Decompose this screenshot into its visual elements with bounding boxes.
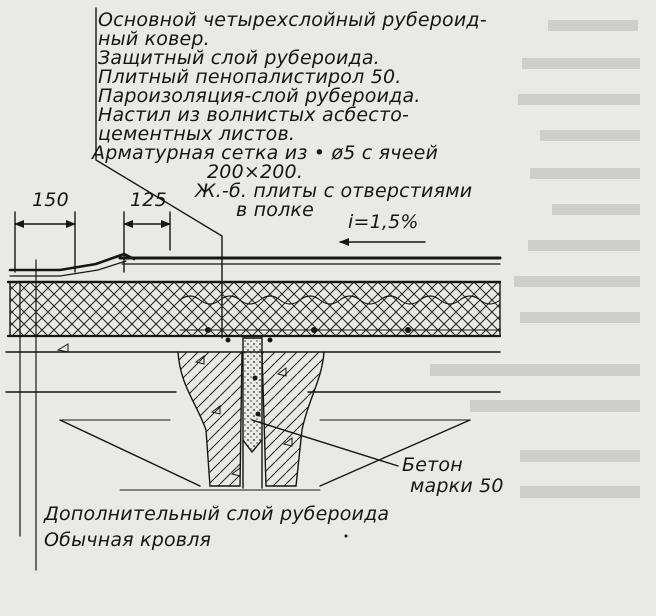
layer-label-mesh-1: Арматурная сетка из • ø5 с ячеей (92, 142, 439, 164)
grout-joint (242, 337, 263, 454)
layer-label-slabs-2: в полке (236, 199, 314, 221)
concrete-label-1: Бетон (402, 454, 463, 476)
concrete-leader (251, 419, 399, 467)
slope-label: i=1,5% (348, 211, 419, 233)
bottom-note-extra-layer: Дополнительный слой рубероида (44, 503, 390, 525)
layer-label-sheets-1: Настил из волнистых асбесто- (98, 104, 410, 126)
layer-label-foam: Плитный пенопалистирол 50. (98, 66, 402, 88)
layer-label-carpet-2: ный ковер. (98, 28, 210, 50)
concrete-label-2: марки 50 (410, 475, 504, 497)
layer-label-protective: Защитный слой рубероида. (98, 47, 380, 69)
dimension-150: 150 (32, 189, 69, 211)
layer-label-carpet-1: Основной четырехслойный рубероид- (98, 9, 487, 31)
left-rib (177, 351, 243, 487)
layer-label-slabs-1: Ж.-б. плиты с отверстиями (195, 180, 473, 202)
dimension-125: 125 (130, 189, 167, 211)
right-rib (261, 351, 325, 487)
bottom-note-ordinary-roof: Обычная кровля (44, 529, 212, 551)
layer-label-mesh-2: 200×200. (207, 161, 304, 183)
layer-label-vapor: Пароизоляция-слой рубероида. (98, 85, 421, 107)
insulation-layer (9, 281, 501, 337)
layer-label-sheets-2: цементных листов. (98, 123, 296, 145)
